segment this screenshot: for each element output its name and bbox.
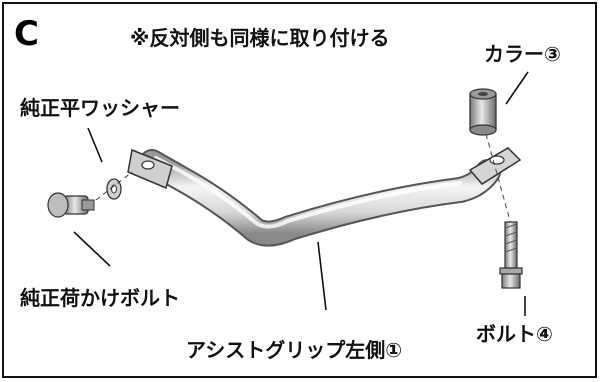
label-hook-bolt: 純正荷かけボルト bbox=[20, 286, 180, 310]
instruction-note: ※反対側も同様に取り付ける bbox=[130, 26, 390, 50]
bolt-part bbox=[499, 221, 523, 289]
hook-bolt-part bbox=[47, 192, 95, 218]
label-bolt: ボルト④ bbox=[476, 322, 553, 346]
leader-lines bbox=[73, 71, 529, 316]
collar-part bbox=[469, 88, 497, 136]
assist-grip bbox=[127, 147, 522, 247]
label-assist-grip: アシストグリップ左側① bbox=[186, 338, 403, 362]
label-collar: カラー③ bbox=[484, 42, 561, 66]
label-washer: 純正平ワッシャー bbox=[20, 96, 180, 120]
washer-part bbox=[106, 178, 122, 200]
panel-letter: C bbox=[14, 14, 39, 54]
diagram-frame bbox=[2, 2, 597, 378]
